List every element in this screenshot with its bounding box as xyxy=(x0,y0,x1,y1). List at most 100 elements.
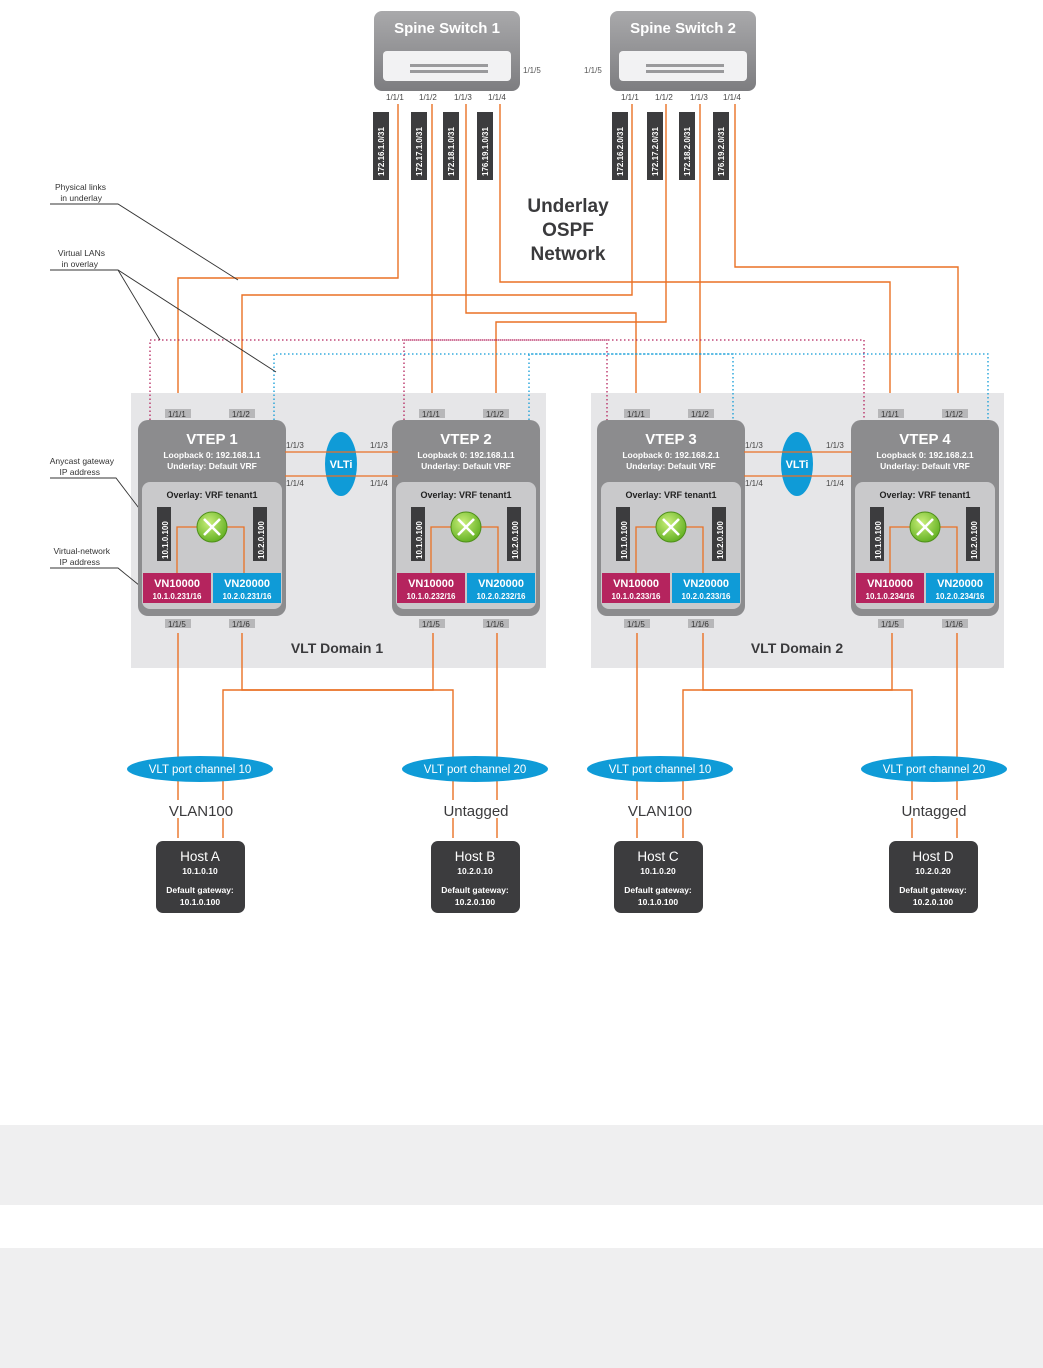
vtep-2-underlay: Underlay: Default VRF xyxy=(421,461,511,471)
port-channel-2-label: VLT port channel 20 xyxy=(424,764,527,776)
vlti-1-port-c: 1/1/3 xyxy=(370,441,388,450)
vtep-1-uplink-1: 1/1/1 xyxy=(168,410,186,419)
host-3-ip: 10.1.0.20 xyxy=(640,866,676,876)
vtep-3-overlay-label: Overlay: VRF tenant1 xyxy=(625,490,716,500)
vtep-2-uplink-2: 1/1/2 xyxy=(486,410,504,419)
host-4-gw: 10.2.0.100 xyxy=(913,897,953,907)
vtep-1-gateway-1: 10.1.0.100 xyxy=(161,521,170,559)
vtep-3-underlay: Underlay: Default VRF xyxy=(626,461,716,471)
host-1-gw-label: Default gateway: xyxy=(166,885,234,895)
vtep-4-name: VTEP 4 xyxy=(899,431,951,448)
vtep-2-overlay-label: Overlay: VRF tenant1 xyxy=(420,490,511,500)
title-line-1: Underlay xyxy=(527,196,609,217)
vtep-4-overlay-label: Overlay: VRF tenant1 xyxy=(879,490,970,500)
callout-anycast-1: Anycast gateway xyxy=(50,456,115,466)
host-2-name: Host B xyxy=(455,849,496,864)
spine-1-port-grid xyxy=(410,64,488,73)
vtep-4-uplink-2: 1/1/2 xyxy=(945,410,963,419)
vtep-1-gateway-2: 10.2.0.100 xyxy=(257,521,266,559)
vtep-2-uplink-1: 1/1/1 xyxy=(422,410,440,419)
vtep-2-vn2-name: VN20000 xyxy=(478,578,524,590)
host-1-gw: 10.1.0.100 xyxy=(180,897,220,907)
vtep-2-vn20000 xyxy=(467,573,535,603)
link-label-8: 176.19.2.0/31 xyxy=(717,127,726,176)
vtep-1-name: VTEP 1 xyxy=(186,431,237,448)
vtep-2-vn10000 xyxy=(397,573,465,603)
callout-anycast-2: IP address xyxy=(60,467,100,477)
vtep-2-gateway-2: 10.2.0.100 xyxy=(511,521,520,559)
spine-1-side-port: 1/1/5 xyxy=(523,66,541,75)
port-channel-3-label: VLT port channel 10 xyxy=(609,764,712,776)
host-1-ip: 10.1.0.10 xyxy=(182,866,218,876)
vtep-4-gateway-2: 10.2.0.100 xyxy=(970,521,979,559)
vtep-3-downlink-1: 1/1/5 xyxy=(627,620,645,629)
title-line-2: OSPF xyxy=(542,220,594,241)
vlti-1-port-a: 1/1/3 xyxy=(286,441,304,450)
vtep-1-downlink-2: 1/1/6 xyxy=(232,620,250,629)
vlan-label-1: VLAN100 xyxy=(169,803,233,820)
footer-band-1 xyxy=(0,1125,1043,1205)
host-links xyxy=(177,633,958,838)
host-4-gw-label: Default gateway: xyxy=(899,885,967,895)
callout-physical-links-1: Physical links xyxy=(55,182,106,192)
host-2-ip: 10.2.0.10 xyxy=(457,866,493,876)
spine-1-port-1: 1/1/1 xyxy=(386,93,404,102)
vtep-4-vn1-ip: 10.1.0.234/16 xyxy=(866,592,915,601)
port-channels: VLT port channel 10 VLT port channel 20 … xyxy=(127,756,1007,782)
vtep-4-gateway-1: 10.1.0.100 xyxy=(874,521,883,559)
link-label-4: 176.19.1.0/31 xyxy=(481,127,490,176)
vlti-1-label: VLTi xyxy=(330,459,353,471)
port-channel-4 xyxy=(861,756,1007,782)
vlti-2: VLTi 1/1/3 1/1/4 1/1/3 1/1/4 xyxy=(744,432,852,496)
vtep-4-underlay: Underlay: Default VRF xyxy=(880,461,970,471)
vtep-1-vn2-ip: 10.2.0.231/16 xyxy=(223,592,272,601)
underlay-links xyxy=(177,104,959,393)
vtep-3-loopback: Loopback 0: 192.168.2.1 xyxy=(622,450,720,460)
host-2-gw-label: Default gateway: xyxy=(441,885,509,895)
link-label-6: 172.17.2.0/31 xyxy=(651,127,660,176)
callout-leaders xyxy=(50,203,277,591)
callout-virtual-lans-2: in overlay xyxy=(62,259,99,269)
spine-1-port-3: 1/1/3 xyxy=(454,93,472,102)
vtep-4-vn10000 xyxy=(856,573,924,603)
port-channel-1 xyxy=(127,756,273,782)
link-label-7: 172.18.2.0/31 xyxy=(683,127,692,176)
vtep-4-downlink-1: 1/1/5 xyxy=(881,620,899,629)
spine-2-port-grid xyxy=(646,64,724,73)
vlt-domain-2-label: VLT Domain 2 xyxy=(751,640,844,656)
vtep-3-vn2-ip: 10.2.0.233/16 xyxy=(682,592,731,601)
vlti-1: VLTi 1/1/3 1/1/4 1/1/3 1/1/4 xyxy=(285,432,398,496)
vlti-2-port-d: 1/1/4 xyxy=(826,479,844,488)
vtep-2-vn2-ip: 10.2.0.232/16 xyxy=(477,592,526,601)
vtep-3-gateway-2: 10.2.0.100 xyxy=(716,521,725,559)
link-label-5: 172.16.2.0/31 xyxy=(616,127,625,176)
spine-switch-2: Spine Switch 2 1/1/5 xyxy=(584,11,756,91)
spine-1-port-4: 1/1/4 xyxy=(488,93,506,102)
vtep-3-name: VTEP 3 xyxy=(645,431,696,448)
spine-1-name: Spine Switch 1 xyxy=(394,20,500,37)
vtep-2-downlink-1: 1/1/5 xyxy=(422,620,440,629)
vtep-4-uplink-1: 1/1/1 xyxy=(881,410,899,419)
vtep-2-vn1-name: VN10000 xyxy=(408,578,454,590)
title-line-3: Network xyxy=(531,244,606,265)
underlay-title: Underlay OSPF Network xyxy=(527,196,609,265)
vtep-1-underlay: Underlay: Default VRF xyxy=(167,461,257,471)
host-3-name: Host C xyxy=(637,849,679,864)
vtep-3-vn10000 xyxy=(602,573,670,603)
vtep-1-vn2-name: VN20000 xyxy=(224,578,270,590)
spine-1-port-2: 1/1/2 xyxy=(419,93,437,102)
spine-2-port-2: 1/1/2 xyxy=(655,93,673,102)
footer-band-2 xyxy=(0,1248,1043,1368)
vlan-label-3: VLAN100 xyxy=(628,803,692,820)
callout-vnet-1: Virtual-network xyxy=(53,546,110,556)
link-subnet-labels: 172.16.1.0/31 172.17.1.0/31 172.18.1.0/3… xyxy=(373,112,729,180)
vtep-2-vn1-ip: 10.1.0.232/16 xyxy=(407,592,456,601)
vlan-label-2: Untagged xyxy=(443,803,508,820)
port-channel-4-label: VLT port channel 20 xyxy=(883,764,986,776)
vtep-1-vn20000 xyxy=(213,573,281,603)
link-label-1: 172.16.1.0/31 xyxy=(377,127,386,176)
vtep-3-vn20000 xyxy=(672,573,740,603)
